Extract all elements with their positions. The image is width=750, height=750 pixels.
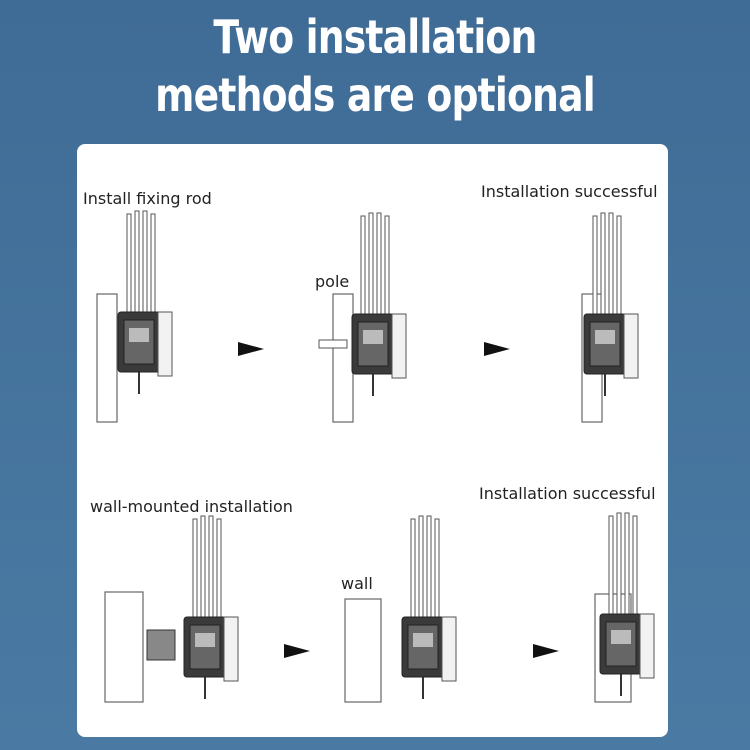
instruction-card: Install fixing rod pole Installation suc… [77,144,668,737]
title-line-2: methods are optional [155,68,595,122]
wall-step2-figure [344,515,457,703]
wall-step3-figure [594,512,655,703]
pole-step1-figure [96,210,173,423]
label-install-fixing-rod: Install fixing rod [83,189,212,208]
label-wall: wall [341,574,373,593]
label-pole-success: Installation successful [481,182,658,201]
label-wall-success: Installation successful [479,484,656,503]
title-line-1: Two installation [213,10,537,64]
label-wall-mounted: wall-mounted installation [90,497,293,516]
label-pole: pole [315,272,350,291]
wall-step1-figure [104,515,239,703]
pole-step2-figure [318,212,407,423]
page-title: Two installation methods are optional [0,8,750,124]
arrow-icon [284,644,310,658]
arrow-icon [533,644,559,658]
installation-diagram [96,210,655,703]
pole-step3-figure [581,212,639,423]
arrow-icon [484,342,510,356]
arrow-icon [238,342,264,356]
